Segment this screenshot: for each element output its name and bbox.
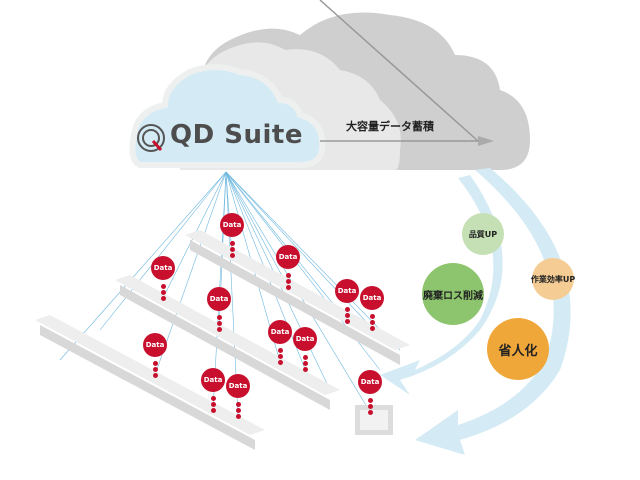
qd-suite-logo-icon [137,124,165,152]
data-dot [152,373,158,378]
data-dot [210,396,216,401]
data-dot [235,408,241,413]
connection-line [154,171,227,376]
data-dot [344,319,350,324]
data-dot [302,367,308,372]
production-line-middle [115,275,340,410]
connection-line [59,171,227,361]
data-dot [160,296,166,301]
data-dot [152,367,158,372]
data-dot [235,414,241,419]
logo-text: QD Suite [170,120,303,150]
data-badge: Data [268,320,292,344]
data-badge: Data [276,245,300,269]
benefit-arrow-inner [380,175,503,395]
benefit-work-efficiency-up: 作業効率UP [531,258,575,300]
data-dot [210,408,216,413]
data-dot [302,361,308,366]
benefit-waste-reduction: 廃棄ロス削減 [422,263,484,325]
data-dot [277,360,283,365]
data-dot [277,348,283,353]
data-badge: Data [293,327,317,351]
storage-label: 大容量データ蓄積 [346,120,434,133]
data-dot [277,354,283,359]
data-dot [369,320,375,325]
data-dot [229,247,235,252]
data-dot [369,314,375,319]
data-dot [216,327,222,332]
data-dot [344,313,350,318]
data-badge: Data [226,374,250,398]
benefit-quality-up: 品質UP [462,213,504,255]
data-dot [216,321,222,326]
data-badge: Data [207,287,231,311]
benefit-labor-saving: 省人化 [487,318,549,380]
data-dot [285,285,291,290]
inspection-station [355,405,393,435]
data-badge: Data [358,370,382,394]
storage-arrow [319,0,494,146]
production-line-front [35,315,265,450]
data-dot [235,402,241,407]
data-dot [302,355,308,360]
data-badge: Data [360,286,384,310]
data-badge: Data [335,279,359,303]
data-dot [229,241,235,246]
data-dot [344,307,350,312]
data-dot [210,402,216,407]
data-dot [367,398,373,403]
connection-line [99,171,227,331]
data-badge: Data [151,256,175,280]
data-dot [369,326,375,331]
data-badge: Data [143,333,167,357]
data-dot [285,279,291,284]
data-dot [216,315,222,320]
data-dot [229,253,235,258]
data-dot [152,361,158,366]
production-line-back [185,230,410,365]
connection-line [225,171,289,288]
data-dot [160,290,166,295]
data-dot [160,284,166,289]
data-dot [367,404,373,409]
blue-cloud [129,64,326,168]
benefit-arrow-outer [415,168,571,455]
data-badge: Data [220,213,244,237]
data-dot [285,273,291,278]
data-dot [367,410,373,415]
data-badge: Data [201,368,225,392]
